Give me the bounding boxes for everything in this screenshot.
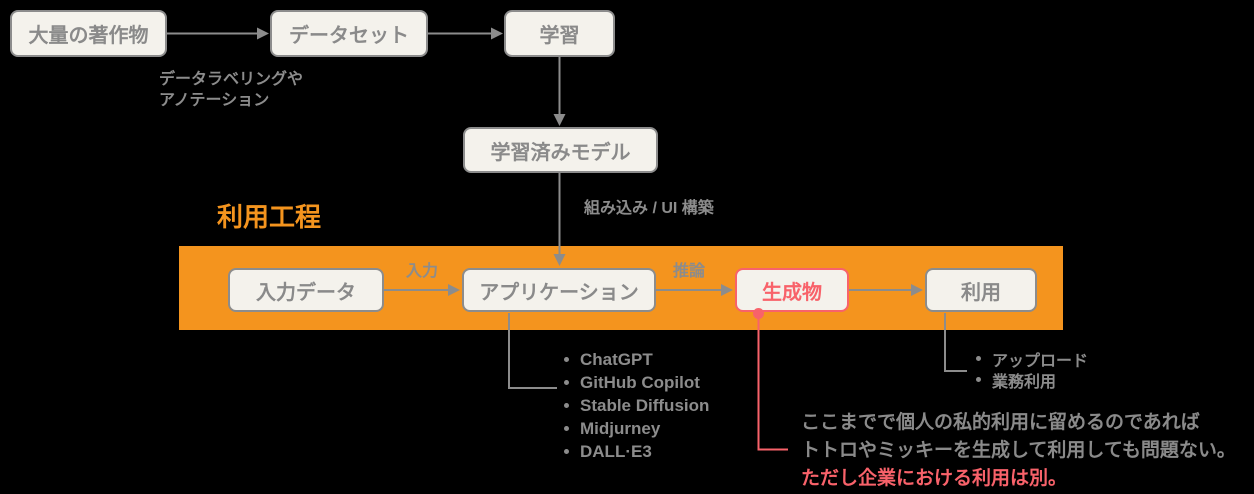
bullet-icon bbox=[976, 356, 981, 361]
bullet-icon bbox=[564, 449, 569, 454]
connector-use-examples bbox=[944, 313, 967, 372]
bullet-icon bbox=[564, 357, 569, 362]
bullet-icon bbox=[976, 377, 981, 382]
label-data-labeling-line2: アノテーション bbox=[159, 92, 270, 109]
node-generated-output-label: 生成物 bbox=[762, 281, 822, 304]
arrowhead-input-to-application bbox=[448, 284, 460, 296]
node-use-label: 利用 bbox=[961, 281, 1001, 304]
node-training-label: 学習 bbox=[539, 25, 580, 47]
list-item-label: GitHub Copilot bbox=[580, 372, 700, 392]
bullet-icon bbox=[564, 403, 569, 408]
node-training: 学習 bbox=[504, 10, 615, 57]
node-generated-output: 生成物 bbox=[735, 268, 849, 312]
arrowhead-application-to-generated bbox=[721, 284, 733, 296]
node-copyrighted-works: 大量の著作物 bbox=[10, 10, 167, 57]
arrowhead-dataset-to-training bbox=[491, 27, 503, 40]
node-trained-model-label: 学習済みモデル bbox=[490, 141, 631, 164]
private-use-note: ここまでで個人の私的利用に留めるのであれば トトロやミッキーを生成して利用しても… bbox=[801, 409, 1236, 493]
node-dataset: データセット bbox=[270, 10, 428, 57]
list-item: 業務利用 bbox=[976, 369, 1088, 391]
label-arrow-inference: 推論 bbox=[673, 263, 706, 280]
list-item-label: Midjurney bbox=[580, 418, 661, 438]
node-trained-model: 学習済みモデル bbox=[463, 127, 658, 173]
node-input-data: 入力データ bbox=[228, 268, 384, 312]
list-item-label: アップロード bbox=[992, 352, 1089, 370]
arrowhead-works-to-dataset bbox=[257, 27, 269, 40]
node-dataset-label: データセット bbox=[289, 25, 409, 47]
list-item: Midjurney bbox=[559, 417, 709, 440]
list-item: GitHub Copilot bbox=[559, 371, 709, 394]
bullet-icon bbox=[564, 426, 569, 431]
node-copyrighted-works-label: 大量の著作物 bbox=[28, 25, 149, 47]
label-data-labeling-annotation: データラベリングや アノテーション bbox=[159, 69, 303, 111]
label-integration-ui-build: 組み込み / UI 構築 bbox=[584, 200, 714, 217]
list-item-label: Stable Diffusion bbox=[580, 395, 710, 415]
connector-generated-note bbox=[757, 315, 788, 451]
arrowhead-training-to-model bbox=[553, 114, 566, 126]
arrowhead-model-to-application bbox=[553, 254, 566, 266]
list-item: ChatGPT bbox=[559, 348, 709, 371]
bullet-icon bbox=[564, 380, 569, 385]
node-input-data-label: 入力データ bbox=[256, 281, 356, 304]
list-item-label: DALL·E3 bbox=[580, 441, 652, 461]
list-item-label: ChatGPT bbox=[580, 349, 653, 369]
arrowhead-generated-to-use bbox=[911, 284, 923, 296]
use-examples-list: アップロード 業務利用 bbox=[976, 348, 1089, 391]
connector-application-examples bbox=[508, 313, 557, 389]
generated-output-anchor-dot bbox=[753, 308, 764, 319]
node-application-label: アプリケーション bbox=[479, 281, 639, 304]
node-use: 利用 bbox=[925, 268, 1037, 312]
node-application: アプリケーション bbox=[462, 268, 656, 312]
list-item: Stable Diffusion bbox=[559, 394, 709, 417]
note-line1: ここまでで個人の私的利用に留めるのであれば bbox=[801, 412, 1200, 433]
note-line2: トトロやミッキーを生成して利用しても問題ない。 bbox=[801, 440, 1236, 461]
label-data-labeling-line1: データラベリングや bbox=[159, 71, 304, 88]
usage-stage-title: 利用工程 bbox=[217, 202, 322, 232]
application-examples-list: ChatGPT GitHub Copilot Stable Diffusion … bbox=[559, 348, 709, 463]
list-item: アップロード bbox=[976, 348, 1089, 370]
list-item: DALL·E3 bbox=[559, 440, 709, 463]
list-item-label: 業務利用 bbox=[992, 373, 1057, 391]
label-arrow-input: 入力 bbox=[406, 263, 439, 280]
note-warning: ただし企業における利用は別。 bbox=[801, 468, 1068, 489]
